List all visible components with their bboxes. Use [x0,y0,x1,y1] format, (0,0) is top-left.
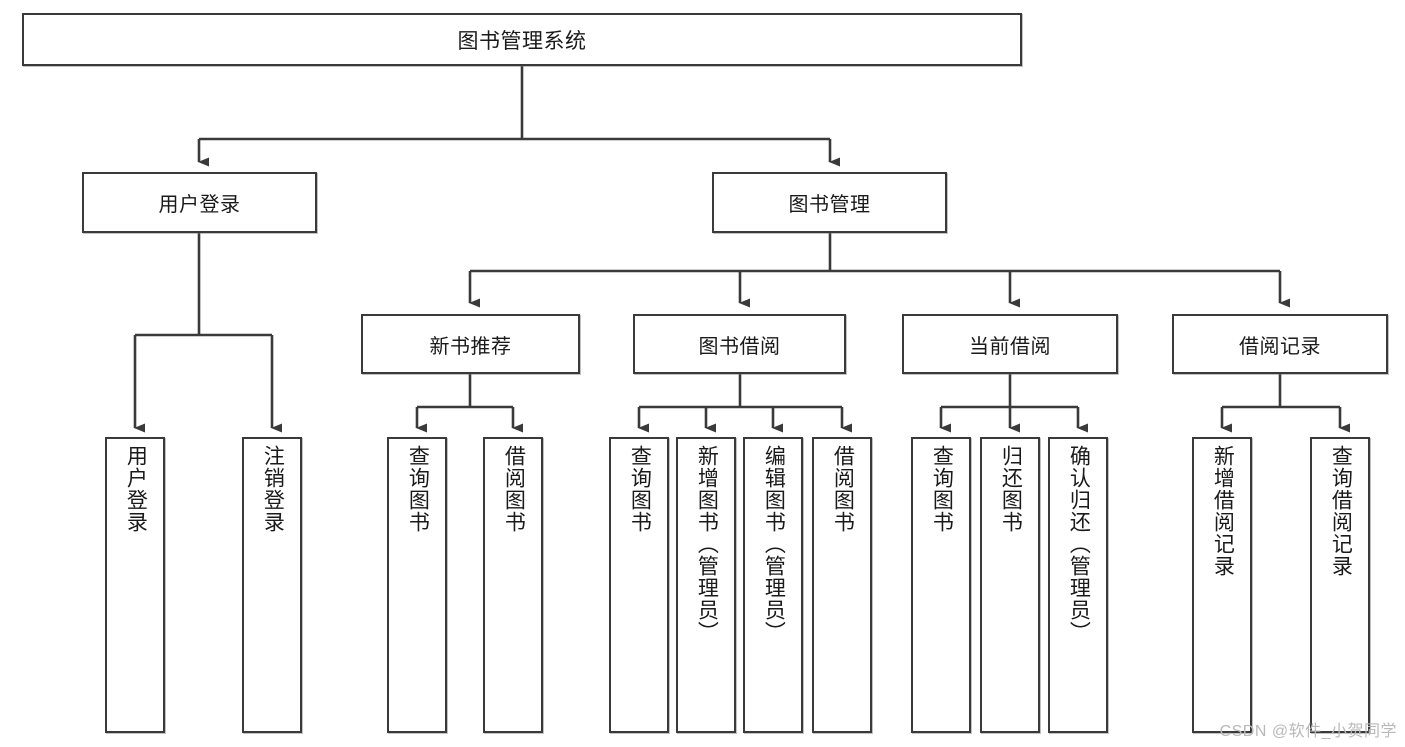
node-label: 借阅记录 [1239,335,1321,358]
node-book-management[interactable]: 图书管理 [712,172,947,233]
leaf-query-books-recommendation[interactable]: 查询图书 [387,437,447,733]
node-label: 编辑图书（管理员） [762,445,786,643]
node-label: 图书管理系统 [457,29,587,53]
leaf-edit-book-admin[interactable]: 编辑图书（管理员） [743,437,803,733]
leaf-query-borrow-record[interactable]: 查询借阅记录 [1310,437,1370,733]
node-label: 查询图书 [628,445,652,533]
node-label: 查询借阅记录 [1329,445,1353,577]
leaf-borrow-books-recommendation[interactable]: 借阅图书 [483,437,543,733]
node-label: 新增借阅记录 [1211,445,1235,577]
leaf-user-login[interactable]: 用户登录 [105,437,165,733]
leaf-add-book-admin[interactable]: 新增图书（管理员） [676,437,736,733]
leaf-query-books-borrowing[interactable]: 查询图书 [609,437,669,733]
node-book-borrowing[interactable]: 图书借阅 [633,314,846,374]
node-new-book-recommendation[interactable]: 新书推荐 [361,314,580,374]
node-label: 图书借阅 [698,335,781,358]
leaf-return-books[interactable]: 归还图书 [980,437,1040,733]
node-root-book-management-system[interactable]: 图书管理系统 [22,13,1022,66]
node-label: 注销登录 [261,445,285,533]
node-label: 新书推荐 [429,335,512,358]
leaf-logout[interactable]: 注销登录 [242,437,302,733]
watermark: CSDN @软件_小贺同学 [1219,723,1397,740]
leaf-borrow-books-borrowing[interactable]: 借阅图书 [812,437,872,733]
node-label: 图书管理 [788,194,871,216]
node-current-borrowing[interactable]: 当前借阅 [902,314,1118,374]
node-label: 查询图书 [930,445,954,533]
node-label: 用户登录 [158,194,241,216]
node-label: 确认归还（管理员） [1067,445,1091,643]
leaf-confirm-return-admin[interactable]: 确认归还（管理员） [1048,437,1108,733]
node-user-login[interactable]: 用户登录 [82,172,317,233]
node-label: 新增图书（管理员） [695,445,719,643]
node-label: 当前借阅 [969,335,1051,358]
node-borrow-records[interactable]: 借阅记录 [1172,314,1388,374]
node-label: 借阅图书 [831,445,855,533]
node-label: 借阅图书 [502,445,526,533]
node-label: 归还图书 [999,445,1023,533]
leaf-add-borrow-record[interactable]: 新增借阅记录 [1192,437,1252,733]
node-label: 用户登录 [124,445,148,533]
leaf-query-books-current[interactable]: 查询图书 [911,437,971,733]
node-label: 查询图书 [406,445,430,533]
